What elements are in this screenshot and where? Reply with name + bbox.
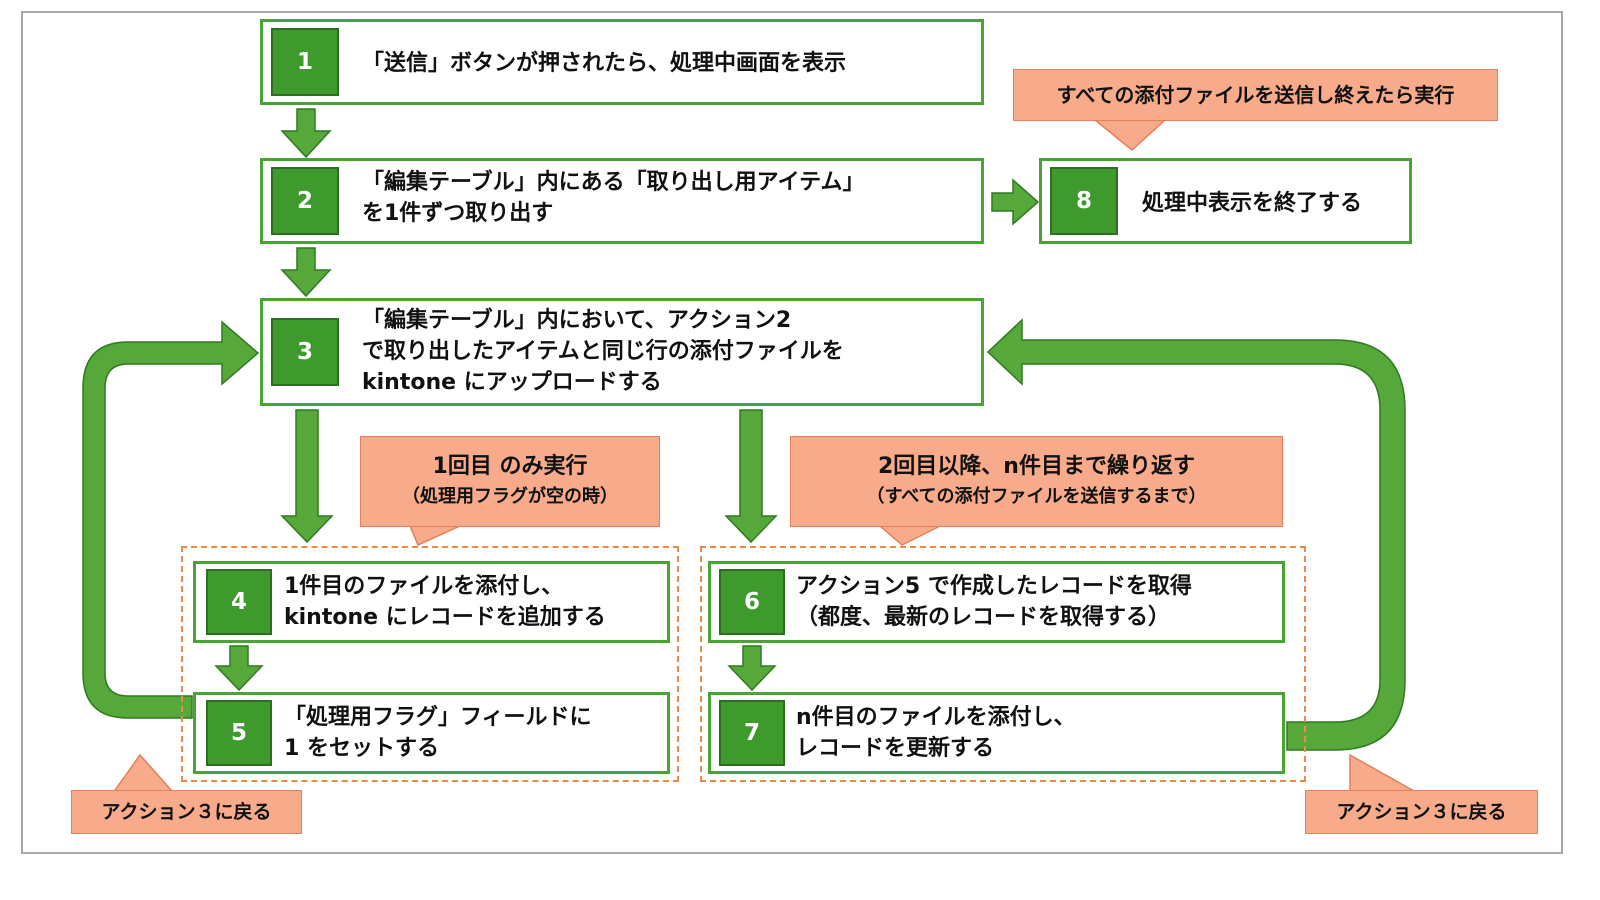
step-7-number: 7 — [719, 700, 785, 766]
step-3-number: 3 — [271, 318, 339, 386]
callout-back-left: アクション３に戻る — [71, 790, 302, 834]
step-8-number: 8 — [1050, 167, 1118, 235]
step-1-text: 「送信」ボタンが押されたら、処理中画面を表示 — [362, 51, 847, 76]
step-2-number: 2 — [271, 167, 339, 235]
arrow-2-to-3 — [280, 247, 332, 298]
step-4-text: 1件目のファイルを添付し、 kintone にレコードを追加する — [284, 574, 606, 630]
step-3-text: 「編集テーブル」内において、アクション2 で取り出したアイテムと同じ行の添付ファ… — [362, 308, 844, 395]
repeat-run-group — [700, 546, 1306, 782]
step-5-text: 「処理用フラグ」フィールドに 1 をセットする — [284, 705, 592, 761]
callout-repeat: 2回目以降、n件目まで繰り返す （すべての添付ファイルを送信するまで） — [790, 436, 1283, 527]
loop-arrow-left — [82, 320, 260, 719]
arrow-2-to-8 — [991, 178, 1040, 226]
first-run-group — [181, 546, 679, 782]
loop-arrow-right — [986, 318, 1406, 751]
arrow-4-to-5 — [214, 645, 264, 692]
step-1-box — [260, 19, 984, 105]
arrow-3-to-4 — [280, 409, 334, 544]
step-6-box — [708, 561, 1285, 643]
callout-first-only: 1回目 のみ実行 （処理用フラグが空の時） — [360, 436, 660, 527]
arrow-3-to-6 — [724, 409, 778, 544]
step-7-text: n件目のファイルを添付し、 レコードを更新する — [796, 705, 1076, 761]
callout-tail-after-all — [1092, 119, 1167, 151]
step-4-box — [193, 561, 670, 643]
step-6-number: 6 — [719, 569, 785, 635]
step-8-text: 処理中表示を終了する — [1142, 191, 1363, 216]
step-6-text: アクション5 で作成したレコードを取得 （都度、最新のレコードを取得する） — [796, 574, 1192, 630]
step-5-number: 5 — [206, 700, 272, 766]
arrow-6-to-7 — [727, 645, 777, 692]
step-1-number: 1 — [271, 28, 339, 96]
step-2-box — [260, 158, 984, 244]
step-7-box — [708, 692, 1285, 774]
step-3-box — [260, 298, 984, 406]
step-4-number: 4 — [206, 569, 272, 635]
callout-tail-first-only — [408, 525, 461, 547]
step-2-text: 「編集テーブル」内にある「取り出し用アイテム」 を1件ずつ取り出す — [362, 170, 865, 226]
callout-after-all: すべての添付ファイルを送信し終えたら実行 — [1013, 69, 1498, 121]
step-5-box — [193, 692, 670, 774]
callout-back-right: アクション３に戻る — [1305, 790, 1538, 834]
arrow-1-to-2 — [280, 108, 332, 159]
callout-tail-repeat — [877, 525, 941, 546]
